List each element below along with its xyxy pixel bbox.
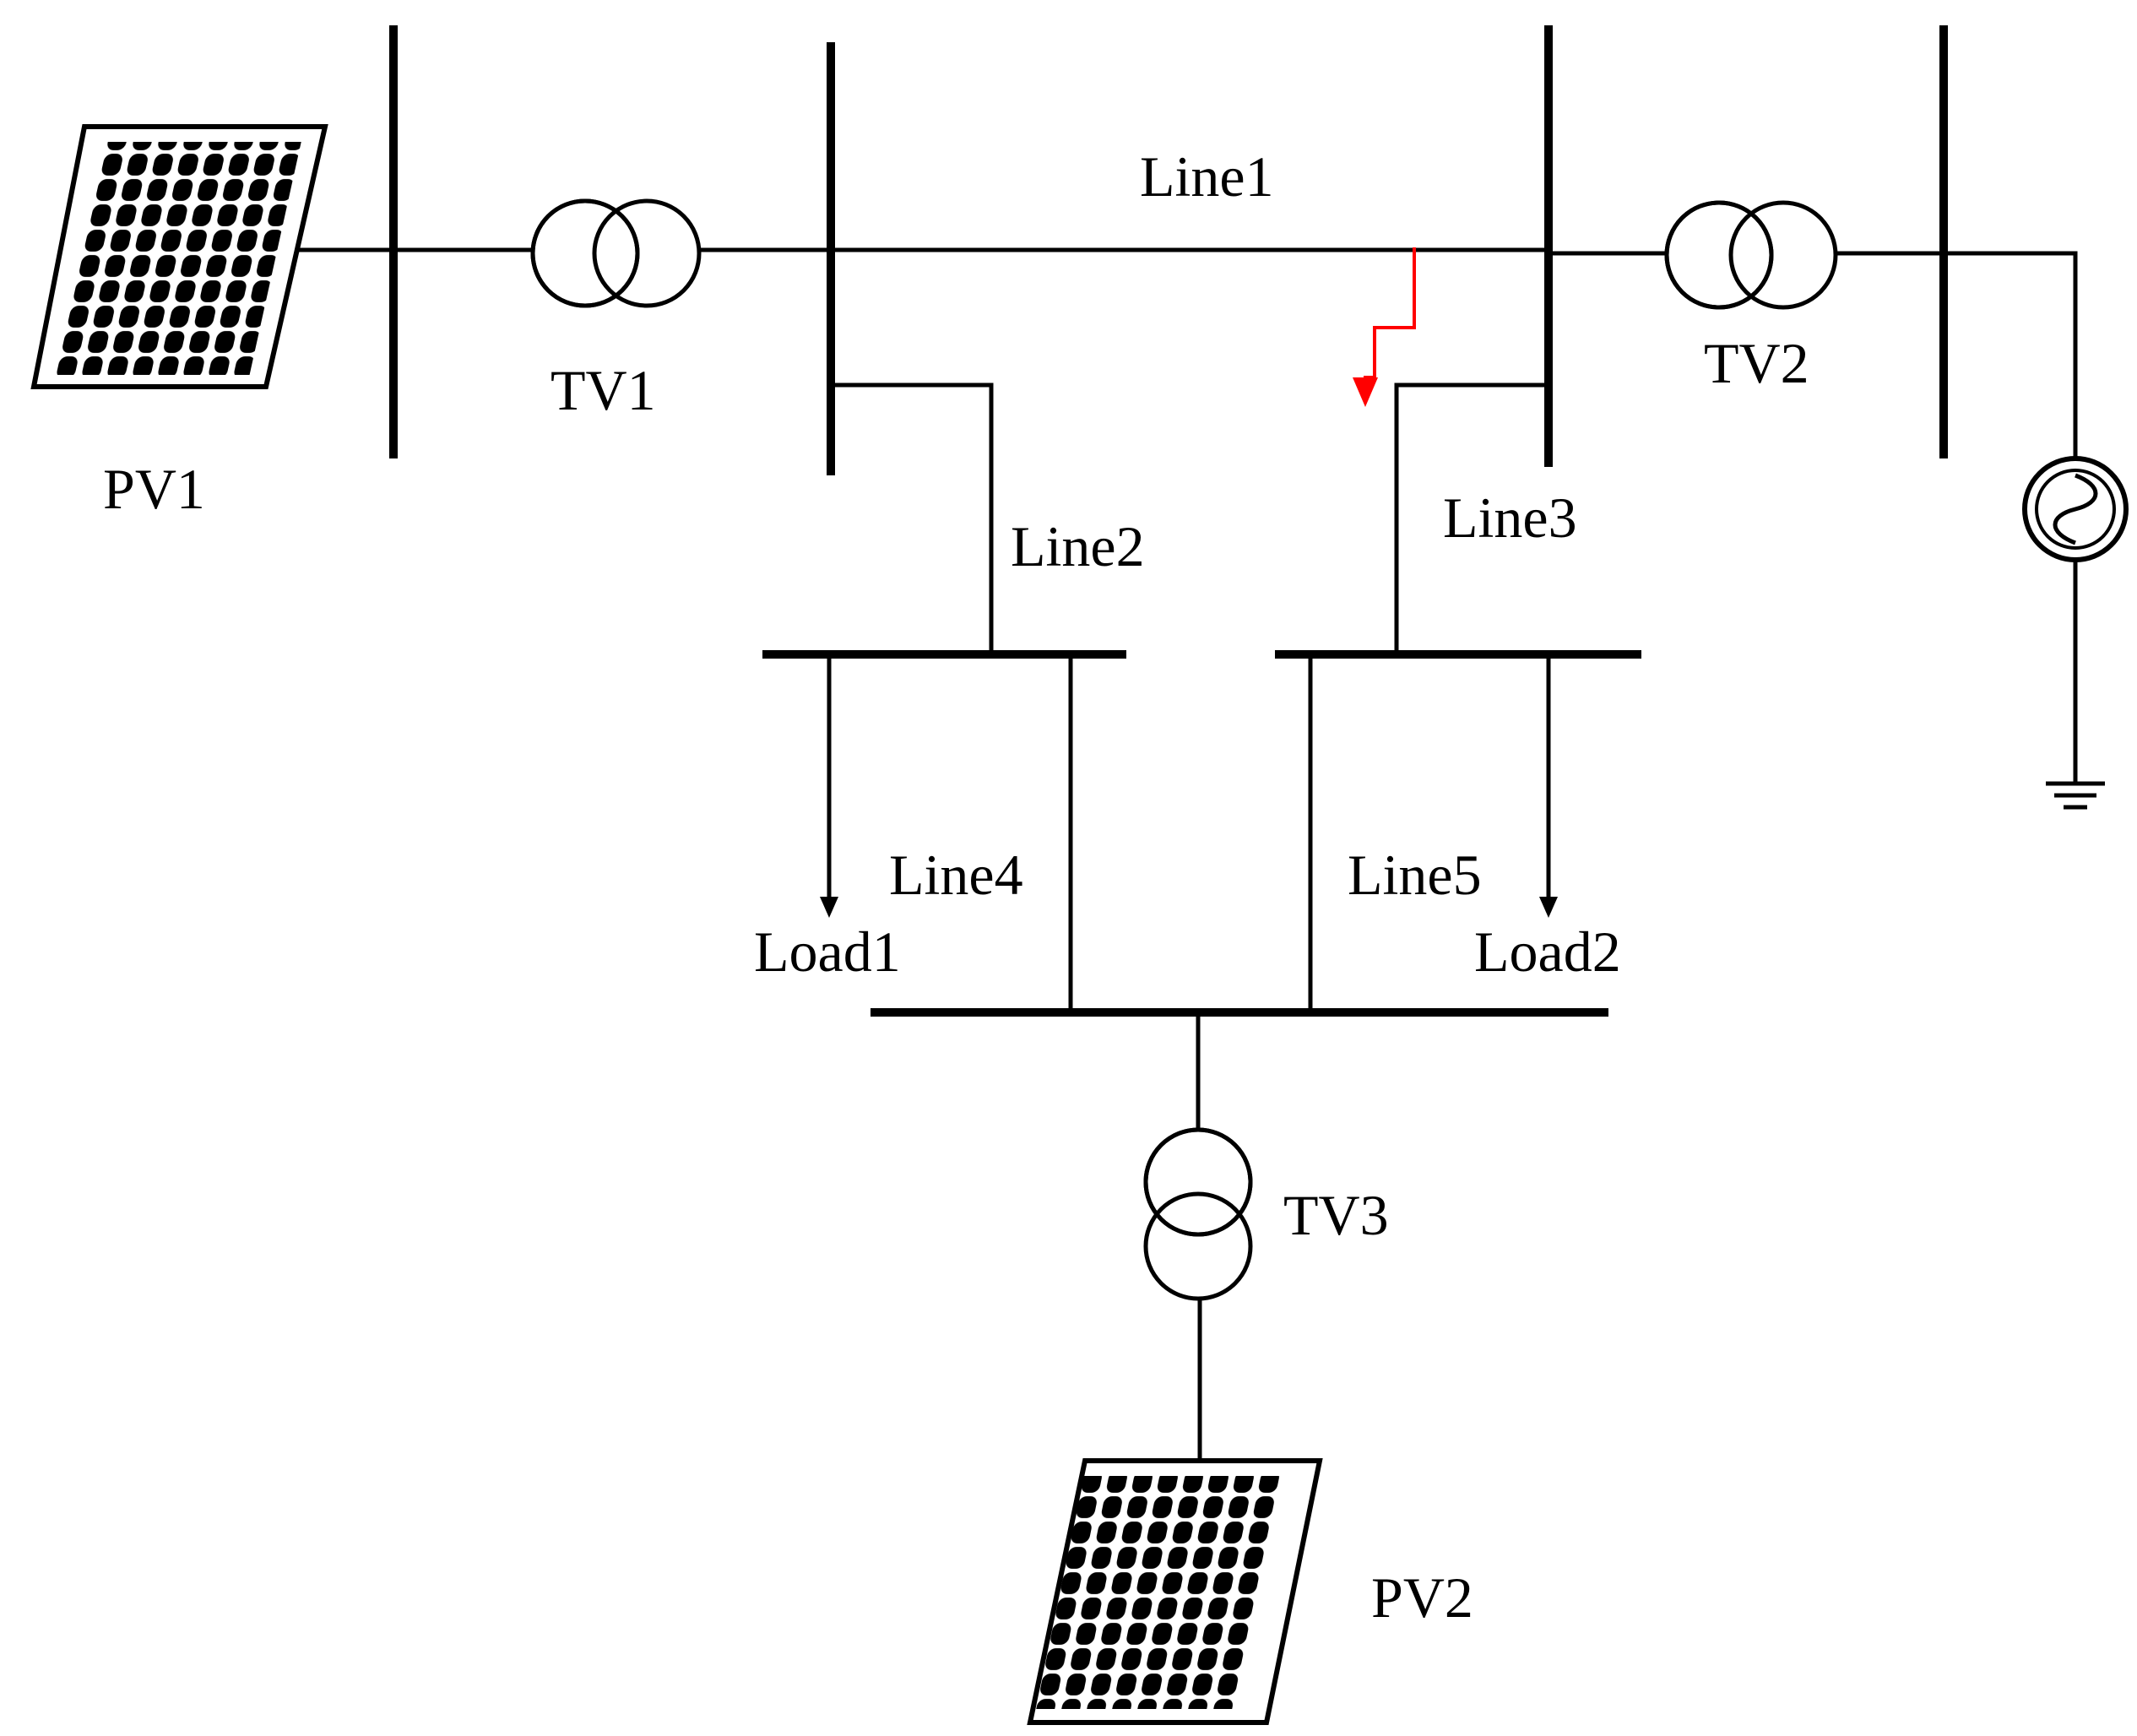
tv1-label: TV1 (551, 358, 656, 422)
tv1-transformer-icon (530, 198, 702, 308)
line1-label: Line1 (1140, 144, 1274, 209)
line4-label: Line4 (889, 843, 1023, 907)
load1-arrow-icon (820, 654, 838, 918)
pv1-solar-panel-icon (30, 124, 328, 389)
source-feeder-wire (1944, 251, 2078, 458)
load2-arrow-icon (1539, 654, 1558, 918)
line3-wire (1394, 382, 1549, 653)
tv2-transformer-icon (1664, 200, 1838, 310)
ground-icon (2046, 781, 2105, 810)
pv2-solar-panel-icon (1027, 1458, 1323, 1725)
line5-label: Line5 (1348, 843, 1482, 907)
pv1-label: PV1 (103, 457, 205, 521)
tv3-label: TV3 (1283, 1183, 1389, 1247)
tv3-transformer-icon (1143, 1127, 1253, 1301)
line2-label: Line2 (1011, 514, 1145, 578)
fault-arrow-icon (1353, 247, 1416, 407)
ac-source-icon (2022, 456, 2129, 562)
tv2-label: TV2 (1704, 331, 1809, 395)
load2-label: Load2 (1474, 920, 1621, 984)
pv2-label: PV2 (1371, 1565, 1473, 1630)
load1-label: Load1 (754, 920, 901, 984)
line3-label: Line3 (1443, 486, 1577, 550)
line2-wire (831, 382, 994, 653)
